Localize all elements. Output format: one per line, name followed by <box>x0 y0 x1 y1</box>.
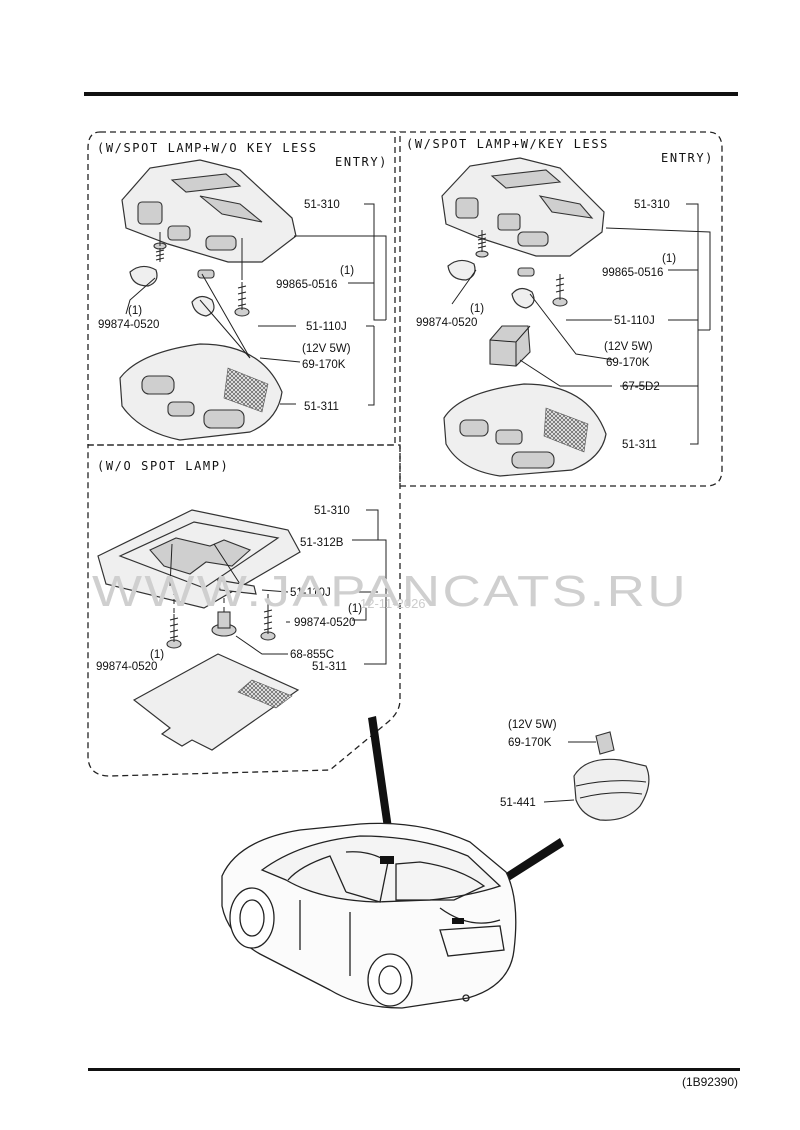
callout-qty-99874-b: (1) <box>470 303 484 315</box>
callout-qty-99874-c-left: (1) <box>150 649 164 661</box>
bulb-51-110j-a <box>191 295 215 317</box>
trunk-lamp-51-441 <box>573 758 650 821</box>
bulb-69-170k-b <box>517 267 535 277</box>
callout-51-310-b: 51-310 <box>634 199 670 211</box>
callout-99874-0520-a: 99874-0520 <box>98 319 159 331</box>
screw-99865-0516-b <box>552 274 568 307</box>
screw-99874-0520-c-right <box>260 606 276 641</box>
map-lamp-lens-51-311-a <box>119 343 283 441</box>
lens-a <box>129 265 158 287</box>
lens-b <box>447 259 476 281</box>
frame-spot-w-keyless <box>399 131 723 487</box>
trunk-lamp-position <box>452 918 464 924</box>
watermark-text: WWW.JAPANCATS.RU <box>92 567 688 616</box>
callout-spec-a: (12V 5W) <box>302 343 351 355</box>
callout-99865-0516-b: 99865-0516 <box>602 267 663 279</box>
dome-lamp-lens-51-311 <box>132 653 300 751</box>
callout-51-441: 51-441 <box>500 797 536 809</box>
callout-99874-0520-c-right: 99874-0520 <box>294 617 355 629</box>
section-title-spot-w-keyless-2: ENTRY) <box>661 151 714 165</box>
map-lamp-lens-51-311-b <box>443 383 607 477</box>
bulb-51-110j-b <box>511 287 535 309</box>
dome-lamp-base-51-310 <box>97 509 301 609</box>
callout-spec-d: (12V 5W) <box>508 719 557 731</box>
map-lamp-base-51-310-b <box>441 157 605 257</box>
bulb-69-170k-a <box>197 269 215 279</box>
callout-69-170k-a: 69-170K <box>302 359 346 371</box>
bulb-51-110j-c <box>217 579 257 595</box>
map-lamp-base-51-310-a <box>121 159 297 263</box>
vehicle-sedan-illustration <box>221 822 517 1009</box>
callout-51-311-a: 51-311 <box>304 401 339 413</box>
callout-51-311-c: 51-311 <box>312 661 347 673</box>
callout-99874-0520-b: 99874-0520 <box>416 317 477 329</box>
callout-qty-99865-b: (1) <box>662 253 676 265</box>
callout-qty-99865-a: (1) <box>340 265 354 277</box>
section-title-spot-wo-keyless-2: ENTRY) <box>335 155 388 169</box>
screw-99874-0520-b <box>475 230 489 258</box>
callout-67-5d2: 67-5D2 <box>622 381 660 393</box>
section-title-spot-wo-keyless-1: (W/SPOT LAMP+W/O KEY LESS <box>97 141 318 155</box>
figure-reference-number: (1B92390) <box>682 1075 738 1089</box>
callout-51-110j-a: 51-110J <box>306 321 347 333</box>
callout-99865-0516-a: 99865-0516 <box>276 279 337 291</box>
pointer-to-roof <box>368 716 394 842</box>
callout-51-312b: 51-312B <box>300 537 344 549</box>
callout-51-110j-c: 51-110J <box>290 587 331 599</box>
frame-wo-spot <box>87 444 401 777</box>
callout-spec-b: (12V 5W) <box>604 341 653 353</box>
callout-qty-99874-c-right: (1) <box>348 603 362 615</box>
callout-99874-0520-c-left: 99874-0520 <box>96 661 157 673</box>
module-67-5d2 <box>489 325 531 367</box>
callout-51-310-a: 51-310 <box>304 199 340 211</box>
section-title-spot-w-keyless-1: (W/SPOT LAMP+W/KEY LESS <box>406 137 609 151</box>
screw-99874-0520-c-left <box>166 614 182 649</box>
top-rule <box>84 92 738 96</box>
callout-51-310-c: 51-310 <box>314 505 350 517</box>
trunk-lamp-leaders <box>543 741 596 803</box>
screw-99865-0516-a <box>234 282 250 317</box>
watermark-date: 12-11-2026 <box>360 596 426 611</box>
callout-51-311-b: 51-311 <box>622 439 657 451</box>
bottom-rule <box>88 1068 740 1071</box>
clip-68-855c <box>211 611 237 637</box>
callout-69-170k-d: 69-170K <box>508 737 552 749</box>
callout-69-170k-b: 69-170K <box>606 357 650 369</box>
callout-68-855c: 68-855C <box>290 649 334 661</box>
dome-assembly-lines <box>173 590 269 614</box>
roof-lamp-position <box>380 856 394 864</box>
section-title-wo-spot: (W/O SPOT LAMP) <box>97 459 229 473</box>
bulb-69-170k-d <box>595 731 615 755</box>
callout-qty-99874-a: (1) <box>128 305 142 317</box>
callout-51-110j-b: 51-110J <box>614 315 655 327</box>
